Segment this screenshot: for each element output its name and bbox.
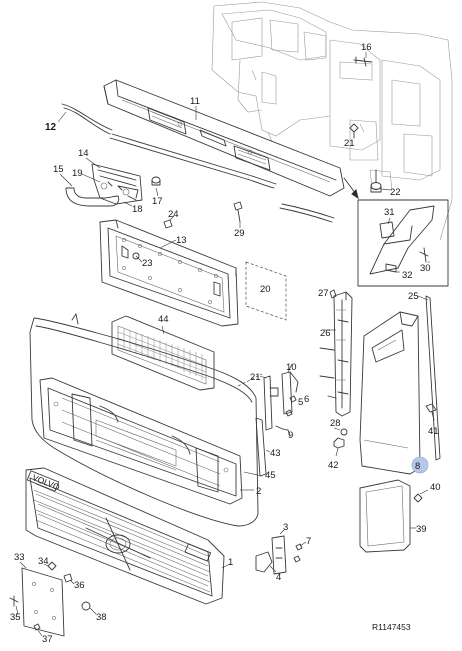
label-2: 2 xyxy=(256,486,261,497)
label-34: 34 xyxy=(38,556,49,567)
label-39: 39 xyxy=(416,524,427,535)
label-40: 40 xyxy=(430,482,441,493)
label-30: 30 xyxy=(420,263,431,274)
part-10-bracket xyxy=(281,363,299,415)
label-35: 35 xyxy=(10,612,21,623)
part-21-bracket-lower xyxy=(259,375,279,431)
label-11: 11 xyxy=(190,96,200,107)
label-10: 10 xyxy=(286,362,297,373)
part-17-grommet xyxy=(151,176,161,197)
label-6: 6 xyxy=(304,394,309,405)
label-3: 3 xyxy=(283,522,288,533)
label-36: 36 xyxy=(74,580,85,591)
label-31: 31 xyxy=(384,207,395,218)
part-43-strip xyxy=(255,417,271,477)
label-8: 8 xyxy=(415,461,420,472)
part-42-nut xyxy=(333,437,345,457)
label-25: 25 xyxy=(408,291,419,302)
part-36-clip xyxy=(63,573,75,585)
part-39-side-cover xyxy=(359,479,416,553)
label-23: 23 xyxy=(142,258,153,269)
label-5: 5 xyxy=(298,397,303,408)
label-27: 27 xyxy=(318,288,329,299)
part-20-panel xyxy=(245,261,287,321)
part-16-pin xyxy=(353,52,373,67)
part-29-bolt xyxy=(233,201,243,228)
label-17: 17 xyxy=(152,196,163,207)
part-labels: 16 11 12 21 14 15 19 17 18 22 24 29 31 1… xyxy=(10,42,441,645)
detail-arrow xyxy=(343,177,359,200)
label-13: 13 xyxy=(176,235,187,246)
part-4-holder xyxy=(255,551,277,573)
label-43: 43 xyxy=(270,448,281,459)
label-44: 44 xyxy=(158,314,169,325)
label-22: 22 xyxy=(390,187,401,198)
part-9-clip xyxy=(275,425,291,437)
label-1: 1 xyxy=(228,557,233,568)
part-2-front-panel xyxy=(29,313,263,527)
part-7-screw xyxy=(293,541,307,563)
grille-badge: VOLVO xyxy=(31,472,62,492)
part-8-side-panel xyxy=(359,311,421,475)
part-34-screw xyxy=(43,561,57,571)
part-41-bolt xyxy=(425,403,437,421)
label-37: 37 xyxy=(42,634,53,645)
part-1-grille xyxy=(25,467,231,605)
label-14: 14 xyxy=(78,148,89,159)
part-12-seal-strip xyxy=(57,103,277,189)
label-26: 26 xyxy=(320,328,331,339)
part-28-washer xyxy=(333,427,348,436)
part-21-bolt-upper xyxy=(349,123,359,139)
part-27-fastener xyxy=(329,289,337,299)
part-24-clip xyxy=(163,215,175,229)
part-3-bracket xyxy=(271,529,287,575)
part-11-cross-member xyxy=(103,79,345,197)
label-12: 12 xyxy=(45,122,57,133)
label-21-upper: 21 xyxy=(344,138,355,149)
part-26-bracket xyxy=(319,291,353,417)
label-20: 20 xyxy=(260,284,271,295)
label-4: 4 xyxy=(276,572,281,583)
label-32: 32 xyxy=(402,270,413,281)
label-33: 33 xyxy=(14,552,25,563)
label-42: 42 xyxy=(328,460,339,471)
label-38: 38 xyxy=(96,612,107,623)
label-9: 9 xyxy=(288,430,293,441)
label-21-lower: 21 xyxy=(250,372,261,383)
part-38-nut xyxy=(81,601,97,615)
assembly-guide-line xyxy=(237,373,263,387)
cab-structure xyxy=(211,1,453,241)
label-16: 16 xyxy=(361,42,372,53)
label-7: 7 xyxy=(306,536,311,547)
label-45: 45 xyxy=(265,470,276,481)
label-18: 18 xyxy=(132,204,143,215)
part-37-screw xyxy=(33,623,43,637)
part-22-bushing xyxy=(370,169,391,193)
label-28: 28 xyxy=(330,418,341,429)
part-35-screw xyxy=(9,595,19,615)
label-24: 24 xyxy=(168,209,179,220)
label-19: 19 xyxy=(72,168,83,179)
label-15: 15 xyxy=(53,164,64,175)
part-44-mesh xyxy=(111,315,215,391)
detail-inset-box xyxy=(357,199,449,287)
part-5-screw xyxy=(289,395,297,403)
part-18-screws xyxy=(107,181,137,207)
part-15-grab-handle xyxy=(59,173,120,207)
part-40-screw xyxy=(413,489,429,503)
seal-strip-lower xyxy=(279,203,335,223)
part-6-screw xyxy=(285,409,293,417)
part-23-screw xyxy=(132,252,143,263)
part-33-plate xyxy=(19,561,65,637)
label-41: 41 xyxy=(428,426,439,437)
part-13-frame xyxy=(99,219,239,327)
label-29: 29 xyxy=(234,228,245,239)
highlight-marker[interactable] xyxy=(411,456,429,474)
drawing-reference: R1147453 xyxy=(372,622,411,632)
